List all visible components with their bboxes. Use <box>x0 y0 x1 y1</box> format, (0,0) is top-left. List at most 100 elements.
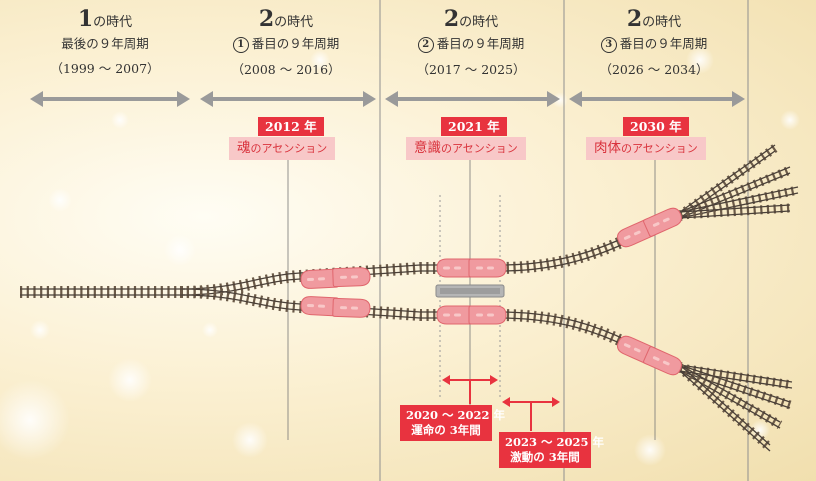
era-subtitle: 番目の９年周期 <box>436 36 525 51</box>
period-years: 2023 ～ 2025 年 <box>505 435 605 449</box>
trains <box>300 207 682 376</box>
sparkle <box>780 110 800 130</box>
era-number: 1 <box>77 6 94 32</box>
arrow-head-right <box>732 91 745 107</box>
train-window <box>340 275 348 279</box>
arrow-head-left <box>30 91 43 107</box>
event-year-badge: 2012 年 <box>258 117 324 136</box>
era-suffix: の時代 <box>459 15 499 30</box>
railway-track-icon <box>20 286 185 298</box>
period-label: 2023 ～ 2025 年 激動の 3年間 <box>499 432 605 468</box>
era-number: 2 <box>626 6 643 32</box>
ascension-label: 肉体のアセンション <box>586 137 706 160</box>
track-ties <box>677 364 783 429</box>
event-year-badge: 2030 年 <box>623 117 689 136</box>
cycle-number-badge: 2 <box>417 37 434 53</box>
train-window <box>476 266 483 270</box>
sparkle <box>48 188 72 212</box>
sparkle <box>310 50 330 70</box>
track-rail <box>679 364 791 403</box>
bracket-head-right <box>552 397 560 407</box>
track-rail <box>679 144 776 213</box>
train-window <box>454 313 461 317</box>
era-number: 2 <box>443 6 460 32</box>
period-label: 2020 ～ 2022 年 運命の 3年間 <box>400 405 506 441</box>
track-rail <box>679 364 781 423</box>
train-window <box>487 313 494 317</box>
train-window <box>317 304 325 308</box>
bridge-icon <box>435 284 505 298</box>
train-icon <box>436 305 475 325</box>
sparkle <box>108 358 152 402</box>
period-name: 激動の 3年間 <box>510 450 580 464</box>
arrow-head-right <box>363 91 376 107</box>
train-icon <box>643 346 682 376</box>
train-icon <box>643 207 682 237</box>
background-sparkles <box>0 46 800 466</box>
arrow-head-right <box>547 91 560 107</box>
era-header: 1の時代 最後の９年周期 （1999 ～ 2007） <box>20 6 190 77</box>
era-span-arrows <box>30 91 745 107</box>
train-window <box>662 217 670 223</box>
railway-track-icon <box>179 286 683 374</box>
train-window <box>350 275 358 279</box>
ascension-type: 意識 <box>414 140 441 156</box>
period-markers <box>442 375 560 431</box>
sparkle <box>30 320 50 340</box>
sparkle <box>686 46 714 74</box>
era-subtitle: 最後の９年周期 <box>61 36 149 51</box>
period-years: 2020 ～ 2022 年 <box>406 408 506 422</box>
railway-track-icon <box>679 363 793 390</box>
train-window <box>443 313 450 317</box>
train-icon <box>332 267 371 288</box>
train-icon <box>468 258 507 278</box>
train-window <box>307 277 315 282</box>
train-window <box>633 347 641 353</box>
sparkle <box>164 234 196 266</box>
railway-track-icon <box>679 203 791 220</box>
track-rail <box>679 364 771 446</box>
track-rail <box>679 166 791 213</box>
bracket-head-left <box>502 397 510 407</box>
bracket-head-right <box>490 375 498 385</box>
period-dividers <box>287 0 749 481</box>
track-rail <box>679 370 793 389</box>
train-window <box>443 266 450 270</box>
train-window <box>623 343 631 348</box>
era-range: （1999 ～ 2007） <box>50 61 160 76</box>
train-icon <box>332 297 371 318</box>
arrow-head-left <box>569 91 582 107</box>
ascension-label: 意識のアセンション <box>406 137 526 160</box>
era-suffix: の時代 <box>642 15 682 30</box>
train-window <box>476 313 483 317</box>
train-window <box>633 230 641 236</box>
railway-track-icon <box>677 364 773 452</box>
track-rail <box>679 210 791 219</box>
track-rail <box>679 192 799 219</box>
double-arrow-icon <box>385 91 560 107</box>
train-window <box>454 266 461 270</box>
sparkle <box>0 380 70 460</box>
ascension-suffix: のアセンション <box>621 142 698 155</box>
event-year-badge: 2021 年 <box>441 117 507 136</box>
train-window <box>487 266 494 270</box>
train-car-body <box>643 207 682 237</box>
sparkle <box>232 422 268 458</box>
track-rail <box>679 370 771 452</box>
train-window <box>307 303 315 308</box>
track-rail <box>679 150 776 219</box>
train-window <box>652 356 660 361</box>
train-window <box>662 360 670 366</box>
track-rail <box>679 186 799 213</box>
era-number: 2 <box>258 6 275 32</box>
train-window <box>652 222 660 227</box>
period-name: 運命の 3年間 <box>411 423 481 437</box>
railway-track-icon <box>677 144 778 219</box>
train-window <box>350 306 358 310</box>
ascension-suffix: のアセンション <box>250 142 328 155</box>
era-subtitle: 番目の９年周期 <box>619 36 708 51</box>
arrow-head-left <box>200 91 213 107</box>
ascension-suffix: のアセンション <box>441 142 518 155</box>
